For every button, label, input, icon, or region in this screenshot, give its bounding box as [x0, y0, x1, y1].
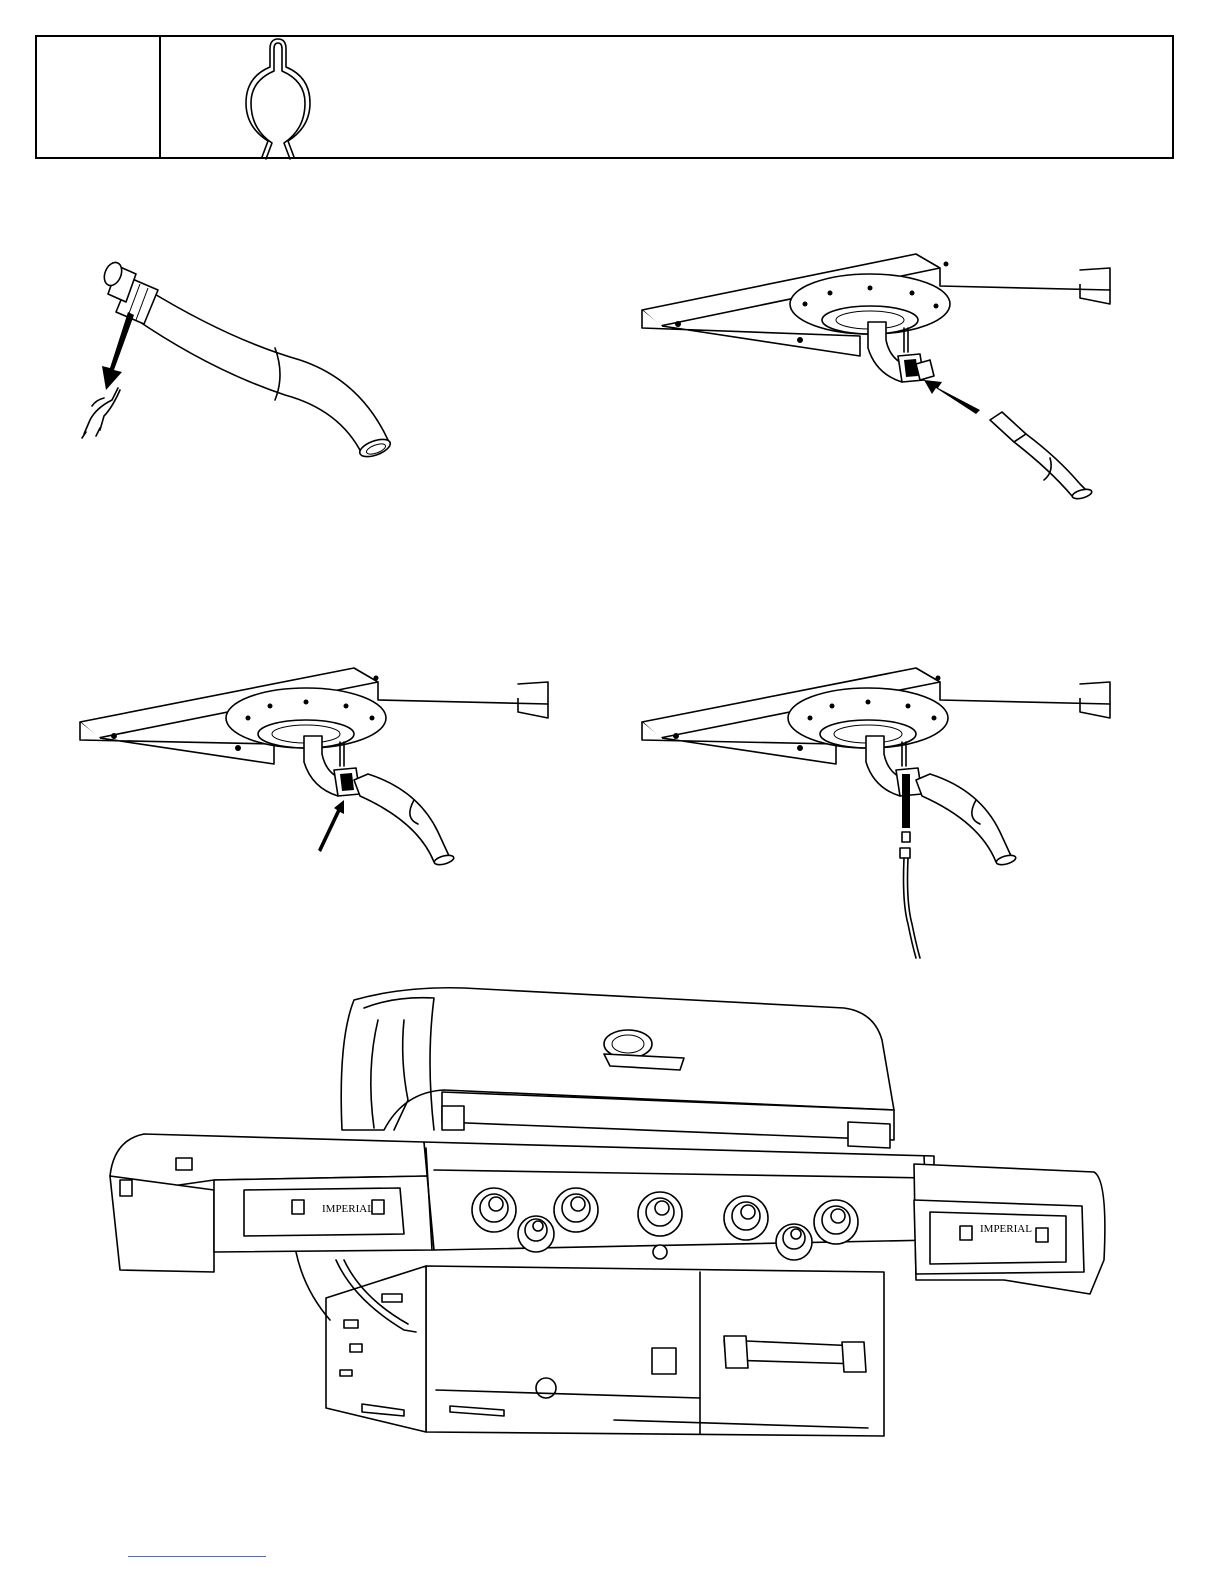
figure-hose-connect — [640, 248, 1120, 503]
footer-link-underline[interactable] — [128, 1556, 266, 1557]
hose-clip-icon — [216, 37, 336, 161]
figure-clip-installed — [78, 662, 558, 877]
badge-right-text: IMPERIAL — [980, 1223, 1032, 1235]
figure-grill-overview: IMPERIAL IMPERIAL — [104, 980, 1114, 1460]
parts-table — [35, 35, 1174, 159]
figure-hose-clip-removal — [70, 240, 420, 480]
figure-igniter-wire — [640, 662, 1120, 962]
parts-table-image-cell — [161, 37, 1172, 157]
parts-table-number-cell — [37, 37, 161, 157]
badge-left-text: IMPERIAL — [322, 1203, 374, 1215]
